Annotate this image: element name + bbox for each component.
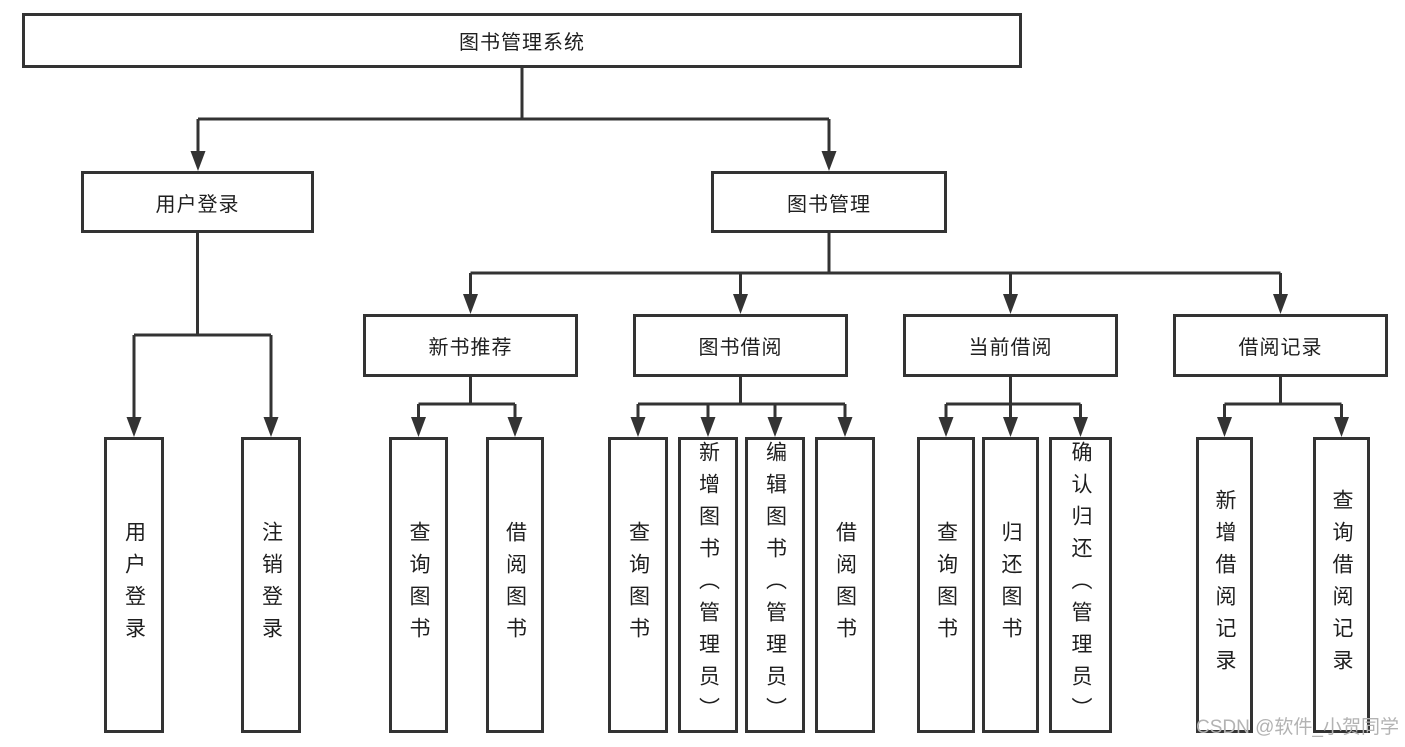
leaf-logout-label: 注销登录 — [259, 521, 283, 649]
leaf-query-books-recommend-label: 查询图书 — [407, 521, 430, 649]
node-book-management-branch-label: 图书管理 — [787, 193, 871, 216]
node-book-management-branch: 图书管理 — [711, 171, 947, 233]
leaf-confirm-return-admin-label: 确认归还（管理员） — [1069, 441, 1092, 729]
leaf-user-login-label: 用户登录 — [122, 521, 146, 649]
node-new-book-recommend: 新书推荐 — [363, 314, 578, 377]
leaf-return-books: 归还图书 — [982, 437, 1039, 733]
leaf-confirm-return-admin: 确认归还（管理员） — [1049, 437, 1112, 733]
leaf-query-borrow-record: 查询借阅记录 — [1313, 437, 1370, 733]
node-library-system: 图书管理系统 — [22, 13, 1022, 68]
leaf-edit-books-admin-label: 编辑图书（管理员） — [763, 441, 787, 729]
node-user-login-branch-label: 用户登录 — [155, 193, 240, 216]
leaf-add-borrow-record-label: 新增借阅记录 — [1213, 489, 1236, 681]
node-current-borrowing: 当前借阅 — [903, 314, 1118, 377]
leaf-edit-books-admin: 编辑图书（管理员） — [745, 437, 805, 733]
leaf-borrow-books-recommend: 借阅图书 — [486, 437, 544, 733]
leaf-query-books-current: 查询图书 — [917, 437, 975, 733]
node-library-system-label: 图书管理系统 — [459, 32, 585, 54]
connector-root-to-branches — [190, 68, 837, 171]
connector-user-login-to-leaves — [126, 233, 279, 437]
connector-new-book-recommend-to-leaves — [411, 377, 523, 437]
leaf-query-borrow-record-label: 查询借阅记录 — [1330, 489, 1353, 681]
connector-borrowing-records-to-leaves — [1217, 377, 1349, 437]
leaf-return-books-label: 归还图书 — [999, 521, 1022, 649]
node-borrowing-records: 借阅记录 — [1173, 314, 1388, 377]
node-new-book-recommend-label: 新书推荐 — [428, 337, 513, 359]
connector-book-borrowing-to-leaves — [630, 377, 853, 437]
leaf-add-books-admin-label: 新增图书（管理员） — [696, 441, 720, 729]
connector-book-management-to-sections — [463, 233, 1288, 314]
leaf-logout: 注销登录 — [241, 437, 301, 733]
connector-current-borrowing-to-leaves — [938, 377, 1088, 437]
leaf-query-books-borrowing-label: 查询图书 — [626, 521, 650, 649]
leaf-borrow-books-label: 借阅图书 — [833, 521, 857, 649]
node-current-borrowing-label: 当前借阅 — [968, 337, 1053, 359]
node-book-borrowing-label: 图书借阅 — [698, 337, 783, 359]
leaf-add-borrow-record: 新增借阅记录 — [1196, 437, 1253, 733]
leaf-query-books-recommend: 查询图书 — [389, 437, 448, 733]
csdn-watermark: CSDN @软件_小贺同学 — [1196, 717, 1399, 738]
node-borrowing-records-label: 借阅记录 — [1238, 337, 1323, 359]
leaf-add-books-admin: 新增图书（管理员） — [678, 437, 738, 733]
node-user-login-branch: 用户登录 — [81, 171, 314, 233]
leaf-borrow-books: 借阅图书 — [815, 437, 875, 733]
leaf-user-login: 用户登录 — [104, 437, 164, 733]
leaf-borrow-books-recommend-label: 借阅图书 — [503, 521, 527, 649]
node-book-borrowing: 图书借阅 — [633, 314, 848, 377]
leaf-query-books-borrowing: 查询图书 — [608, 437, 668, 733]
leaf-query-books-current-label: 查询图书 — [934, 521, 958, 649]
